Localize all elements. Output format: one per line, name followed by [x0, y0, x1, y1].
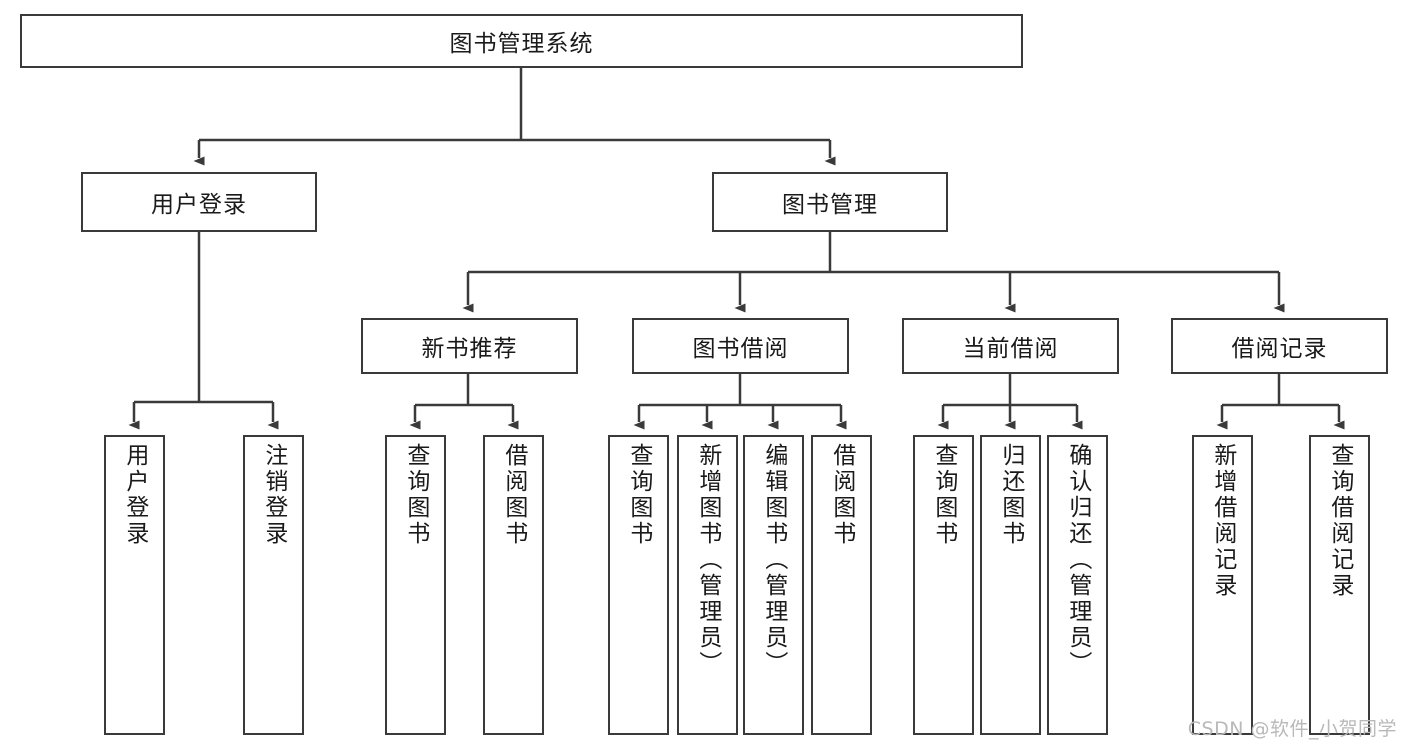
leaf-return-book-label: 归还图书 — [997, 443, 1024, 547]
node-root[interactable]: 图书管理系统 — [20, 14, 1023, 68]
node-current-borrow-label: 当前借阅 — [962, 336, 1059, 362]
leaf-user-login-label: 用户登录 — [121, 443, 148, 547]
leaf-confirm-return-label: 确认归还（管理员） — [1064, 443, 1091, 677]
node-borrow-record[interactable]: 借阅记录 — [1171, 318, 1388, 374]
leaf-return-book[interactable]: 归还图书 — [980, 435, 1041, 735]
node-book-borrow-label: 图书借阅 — [692, 336, 789, 362]
leaf-query-record-label: 查询借阅记录 — [1326, 443, 1353, 599]
leaf-query-book-3-label: 查询图书 — [930, 443, 957, 547]
node-user-login-label: 用户登录 — [151, 192, 247, 218]
node-current-borrow[interactable]: 当前借阅 — [902, 318, 1119, 374]
leaf-edit-book[interactable]: 编辑图书（管理员） — [743, 435, 804, 735]
leaf-query-book-2[interactable]: 查询图书 — [608, 435, 669, 735]
node-user-login[interactable]: 用户登录 — [81, 172, 317, 232]
node-new-book-recommend-label: 新书推荐 — [421, 336, 518, 362]
leaf-borrow-book-2[interactable]: 借阅图书 — [811, 435, 872, 735]
leaf-borrow-book-1[interactable]: 借阅图书 — [483, 435, 544, 735]
leaf-query-book-3[interactable]: 查询图书 — [913, 435, 974, 735]
leaf-logout-login-label: 注销登录 — [260, 443, 287, 547]
leaf-logout-login[interactable]: 注销登录 — [243, 435, 304, 735]
leaf-borrow-book-1-label: 借阅图书 — [500, 443, 527, 547]
node-book-borrow[interactable]: 图书借阅 — [632, 318, 849, 374]
node-book-management[interactable]: 图书管理 — [712, 172, 948, 232]
node-book-management-label: 图书管理 — [782, 192, 878, 218]
leaf-query-book-1[interactable]: 查询图书 — [385, 435, 446, 735]
leaf-add-record-label: 新增借阅记录 — [1209, 443, 1236, 599]
leaf-user-login[interactable]: 用户登录 — [104, 435, 165, 735]
node-borrow-record-label: 借阅记录 — [1231, 336, 1328, 362]
leaf-edit-book-label: 编辑图书（管理员） — [760, 443, 787, 677]
node-root-label: 图书管理系统 — [449, 31, 594, 57]
leaf-query-record[interactable]: 查询借阅记录 — [1309, 435, 1370, 735]
leaf-add-record[interactable]: 新增借阅记录 — [1192, 435, 1253, 735]
leaf-confirm-return[interactable]: 确认归还（管理员） — [1047, 435, 1108, 735]
leaf-query-book-1-label: 查询图书 — [402, 443, 429, 547]
leaf-query-book-2-label: 查询图书 — [625, 443, 652, 547]
leaf-borrow-book-2-label: 借阅图书 — [828, 443, 855, 547]
csdn-watermark: CSDN @软件_小贺同学 — [1187, 718, 1397, 740]
leaf-add-book[interactable]: 新增图书（管理员） — [677, 435, 738, 735]
node-new-book-recommend[interactable]: 新书推荐 — [361, 318, 578, 374]
leaf-add-book-label: 新增图书（管理员） — [694, 443, 721, 677]
